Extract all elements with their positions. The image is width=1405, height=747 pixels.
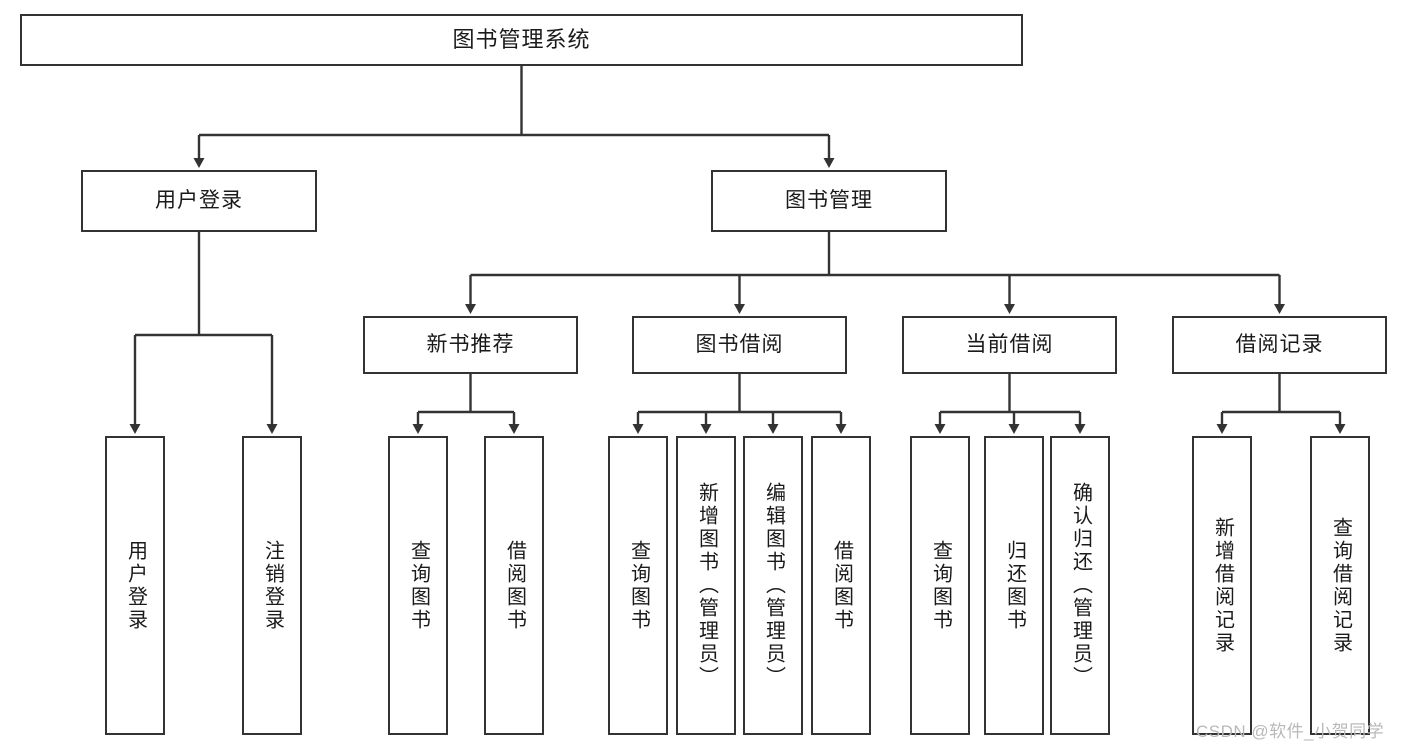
- node-new-book-recommend[interactable]: 新书推荐: [363, 316, 578, 374]
- csdn-watermark: CSDN @软件_小贺同学: [1196, 722, 1385, 741]
- node-book-borrow-label: 图书借阅: [695, 332, 784, 356]
- node-leaf-query-book-3-label: 查询图书: [929, 539, 952, 632]
- node-leaf-borrow-book-2-label: 借阅图书: [830, 539, 853, 632]
- node-leaf-return-book[interactable]: 归还图书: [984, 436, 1044, 735]
- node-borrow-record-label: 借阅记录: [1235, 332, 1324, 356]
- node-leaf-logout-login[interactable]: 注销登录: [242, 436, 302, 735]
- node-leaf-query-book-2-label: 查询图书: [627, 539, 650, 632]
- node-leaf-confirm-return-admin[interactable]: 确认归还（管理员）: [1050, 436, 1110, 735]
- node-leaf-query-borrow-record[interactable]: 查询借阅记录: [1310, 436, 1370, 735]
- node-leaf-logout-login-label: 注销登录: [261, 539, 284, 632]
- node-leaf-query-book-1-label: 查询图书: [407, 539, 430, 632]
- node-book-manage-label: 图书管理: [785, 188, 873, 212]
- node-book-manage[interactable]: 图书管理: [711, 170, 947, 232]
- node-root[interactable]: 图书管理系统: [20, 14, 1023, 66]
- node-current-borrow-label: 当前借阅: [965, 332, 1054, 356]
- node-leaf-query-book-1[interactable]: 查询图书: [388, 436, 448, 735]
- node-leaf-edit-book-admin-label: 编辑图书（管理员）: [762, 482, 785, 689]
- node-leaf-return-book-label: 归还图书: [1003, 539, 1026, 632]
- node-leaf-query-book-2[interactable]: 查询图书: [608, 436, 668, 735]
- node-root-label: 图书管理系统: [452, 27, 591, 53]
- node-book-borrow[interactable]: 图书借阅: [632, 316, 847, 374]
- node-current-borrow[interactable]: 当前借阅: [902, 316, 1117, 374]
- node-leaf-borrow-book-1[interactable]: 借阅图书: [484, 436, 544, 735]
- node-leaf-edit-book-admin[interactable]: 编辑图书（管理员）: [743, 436, 803, 735]
- node-leaf-add-book-admin[interactable]: 新增图书（管理员）: [676, 436, 736, 735]
- node-borrow-record[interactable]: 借阅记录: [1172, 316, 1387, 374]
- node-user-login[interactable]: 用户登录: [81, 170, 317, 232]
- node-leaf-query-borrow-record-label: 查询借阅记录: [1329, 516, 1352, 655]
- edges: [129, 66, 1346, 434]
- node-leaf-add-borrow-record-label: 新增借阅记录: [1211, 516, 1234, 655]
- node-leaf-borrow-book-2[interactable]: 借阅图书: [811, 436, 871, 735]
- node-user-login-label: 用户登录: [155, 188, 243, 212]
- node-leaf-user-login-label: 用户登录: [124, 539, 147, 632]
- node-leaf-query-book-3[interactable]: 查询图书: [910, 436, 970, 735]
- node-leaf-add-borrow-record[interactable]: 新增借阅记录: [1192, 436, 1252, 735]
- node-leaf-borrow-book-1-label: 借阅图书: [503, 539, 526, 632]
- node-new-book-recommend-label: 新书推荐: [426, 332, 515, 356]
- node-leaf-user-login[interactable]: 用户登录: [105, 436, 165, 735]
- node-leaf-add-book-admin-label: 新增图书（管理员）: [695, 482, 718, 689]
- node-leaf-confirm-return-admin-label: 确认归还（管理员）: [1069, 482, 1092, 689]
